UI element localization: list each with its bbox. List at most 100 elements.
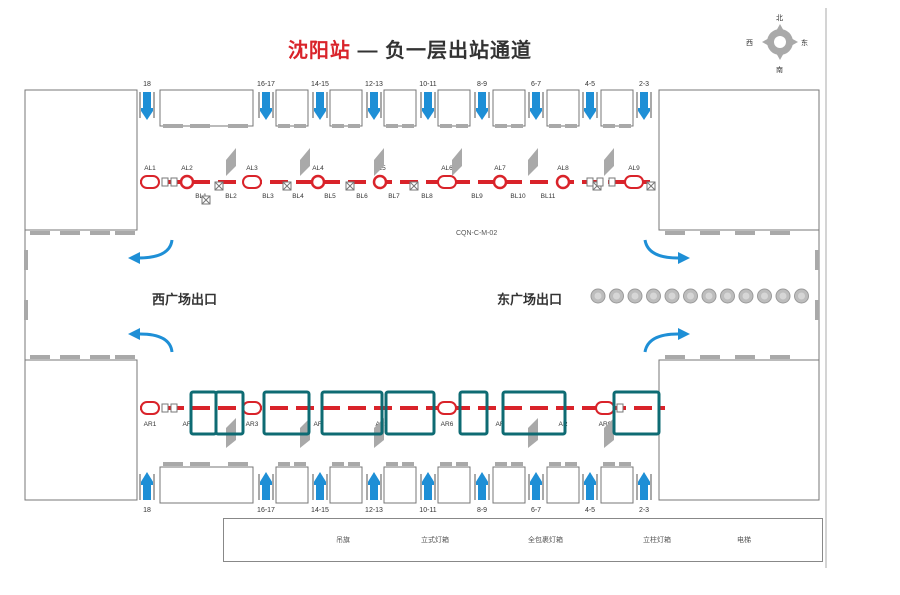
al-label: AL4 (312, 165, 324, 172)
vertical-lightbox-circle (701, 288, 717, 304)
platform-label-bottom: 16-17 (257, 507, 275, 514)
top-row-markers: AL1AL2AL3AL4AL5AL6AL7AL8AL9BL1BL2BL3BL4B… (140, 165, 656, 205)
vertical-lightbox-circle (664, 288, 680, 304)
ar-label: AR9 (599, 421, 612, 428)
compass-icon: 北 南 西 东 (746, 14, 808, 74)
small-box (170, 177, 178, 187)
vertical-lightbox-circle (757, 288, 772, 304)
small-box (170, 403, 178, 413)
bl-label: BL6 (356, 193, 368, 200)
bl-label: BL1 (195, 193, 207, 200)
legend-standing-lightbox: 立式灯箱 (421, 537, 449, 544)
platform-label-top: 6-7 (531, 81, 541, 88)
platform-label-top: 14-15 (311, 81, 329, 88)
down-arrow-icon (258, 92, 274, 120)
bl-label: BL3 (262, 193, 274, 200)
platform-label-bottom: 8-9 (477, 507, 487, 514)
legend-wrapped-column-lightbox: 全包裹灯箱 (528, 537, 563, 544)
top-hanging-banners (226, 148, 614, 176)
ar-label: AR (313, 421, 322, 428)
platform-label-top: 16-17 (257, 81, 275, 88)
standing-lightbox-pill (437, 401, 457, 415)
east-exit-lightbox-circles (590, 288, 809, 304)
wrapped-column-lightbox (437, 175, 457, 189)
ar-label: AR1 (144, 421, 157, 428)
map-legend: 吊旗 立式灯箱 全包裹灯箱 立柱灯箱 电梯 (223, 518, 823, 562)
bottom-platform-arrows (139, 472, 652, 500)
walls (24, 89, 820, 501)
top-platform-arrows (139, 92, 652, 120)
map-code: CQN-C-M-02 (456, 230, 498, 237)
up-arrow-icon (528, 472, 544, 500)
al-label: AL7 (494, 165, 506, 172)
legend-vertical-lightbox: 立柱灯箱 (643, 537, 671, 544)
small-box (586, 177, 594, 187)
platform-label-top: 2-3 (639, 81, 649, 88)
al-label: AL3 (246, 165, 258, 172)
west-bottom-exit-arrow (139, 332, 174, 353)
standing-lightbox-pill (372, 174, 388, 190)
escalator-icon (214, 181, 224, 191)
al-label: AL9 (628, 165, 640, 172)
escalator-icon (282, 181, 292, 191)
station-name: 沈阳站 (287, 40, 351, 62)
up-arrow-icon (474, 472, 490, 500)
wrapped-column-lightbox (310, 174, 326, 190)
ar-label: AR (182, 421, 191, 428)
down-arrow-icon (582, 92, 598, 120)
bl-label: BL4 (292, 193, 304, 200)
small-box (161, 177, 169, 187)
bl-label: BL10 (510, 193, 526, 200)
compass-west-label: 西 (746, 39, 753, 47)
legend-hanging-banner: 吊旗 (336, 537, 350, 544)
east-bottom-block (658, 359, 820, 501)
up-arrow-icon (582, 472, 598, 500)
ar-label: AR6 (441, 421, 454, 428)
down-arrow-icon (366, 92, 382, 120)
standing-lightbox-pill (624, 175, 644, 189)
compass-east-label: 东 (801, 38, 808, 47)
down-arrow-icon (528, 92, 544, 120)
highlight-boxes (189, 390, 661, 436)
standing-lightbox-pill (242, 175, 262, 189)
standing-lightbox-pill (492, 174, 508, 190)
escalator-icon (409, 181, 419, 191)
down-arrow-icon (312, 92, 328, 120)
up-arrow-icon (366, 472, 382, 500)
up-arrow-icon (258, 472, 274, 500)
platform-label-bottom: 12-13 (365, 507, 383, 514)
al-label: AL6 (441, 165, 453, 172)
vertical-lightbox-circle (794, 288, 809, 304)
ar-label: AR3 (246, 421, 259, 428)
platform-label-bottom: 2-3 (639, 507, 649, 514)
standing-lightbox-pill (595, 401, 615, 415)
west-top-block (24, 89, 138, 231)
al-label: AL8 (557, 165, 569, 172)
vertical-lightbox-circle (609, 288, 624, 304)
platform-label-bottom: 6-7 (531, 507, 541, 514)
small-box (616, 403, 624, 413)
vertical-lightbox-circle (775, 288, 791, 304)
bl-label: BL9 (471, 193, 483, 200)
wrapped-column-lightbox (555, 174, 571, 190)
bl-label: BL5 (324, 193, 336, 200)
top-shops (159, 89, 634, 127)
escalator-icon (201, 195, 211, 205)
up-arrow-icon (420, 472, 436, 500)
standing-lightbox-pill (242, 401, 262, 415)
down-arrow-icon (474, 92, 490, 120)
standing-lightbox-pill (140, 175, 160, 189)
al-label: AL1 (144, 165, 156, 172)
bottom-lightbox-strips (24, 250, 819, 466)
platform-label-bottom: 4-5 (585, 507, 595, 514)
platform-label-top: 8-9 (477, 81, 487, 88)
bl-label: BL2 (225, 193, 237, 200)
wrapped-column-lightbox (179, 174, 195, 190)
west-bottom-block (24, 359, 138, 501)
east-exit-label: 东广场出口 (497, 292, 563, 307)
top-lightbox-strips (30, 124, 790, 235)
bottom-row-markers: AR1ARAR3ARARAR6ARARAR9 (140, 401, 624, 428)
down-arrow-icon (636, 92, 652, 120)
